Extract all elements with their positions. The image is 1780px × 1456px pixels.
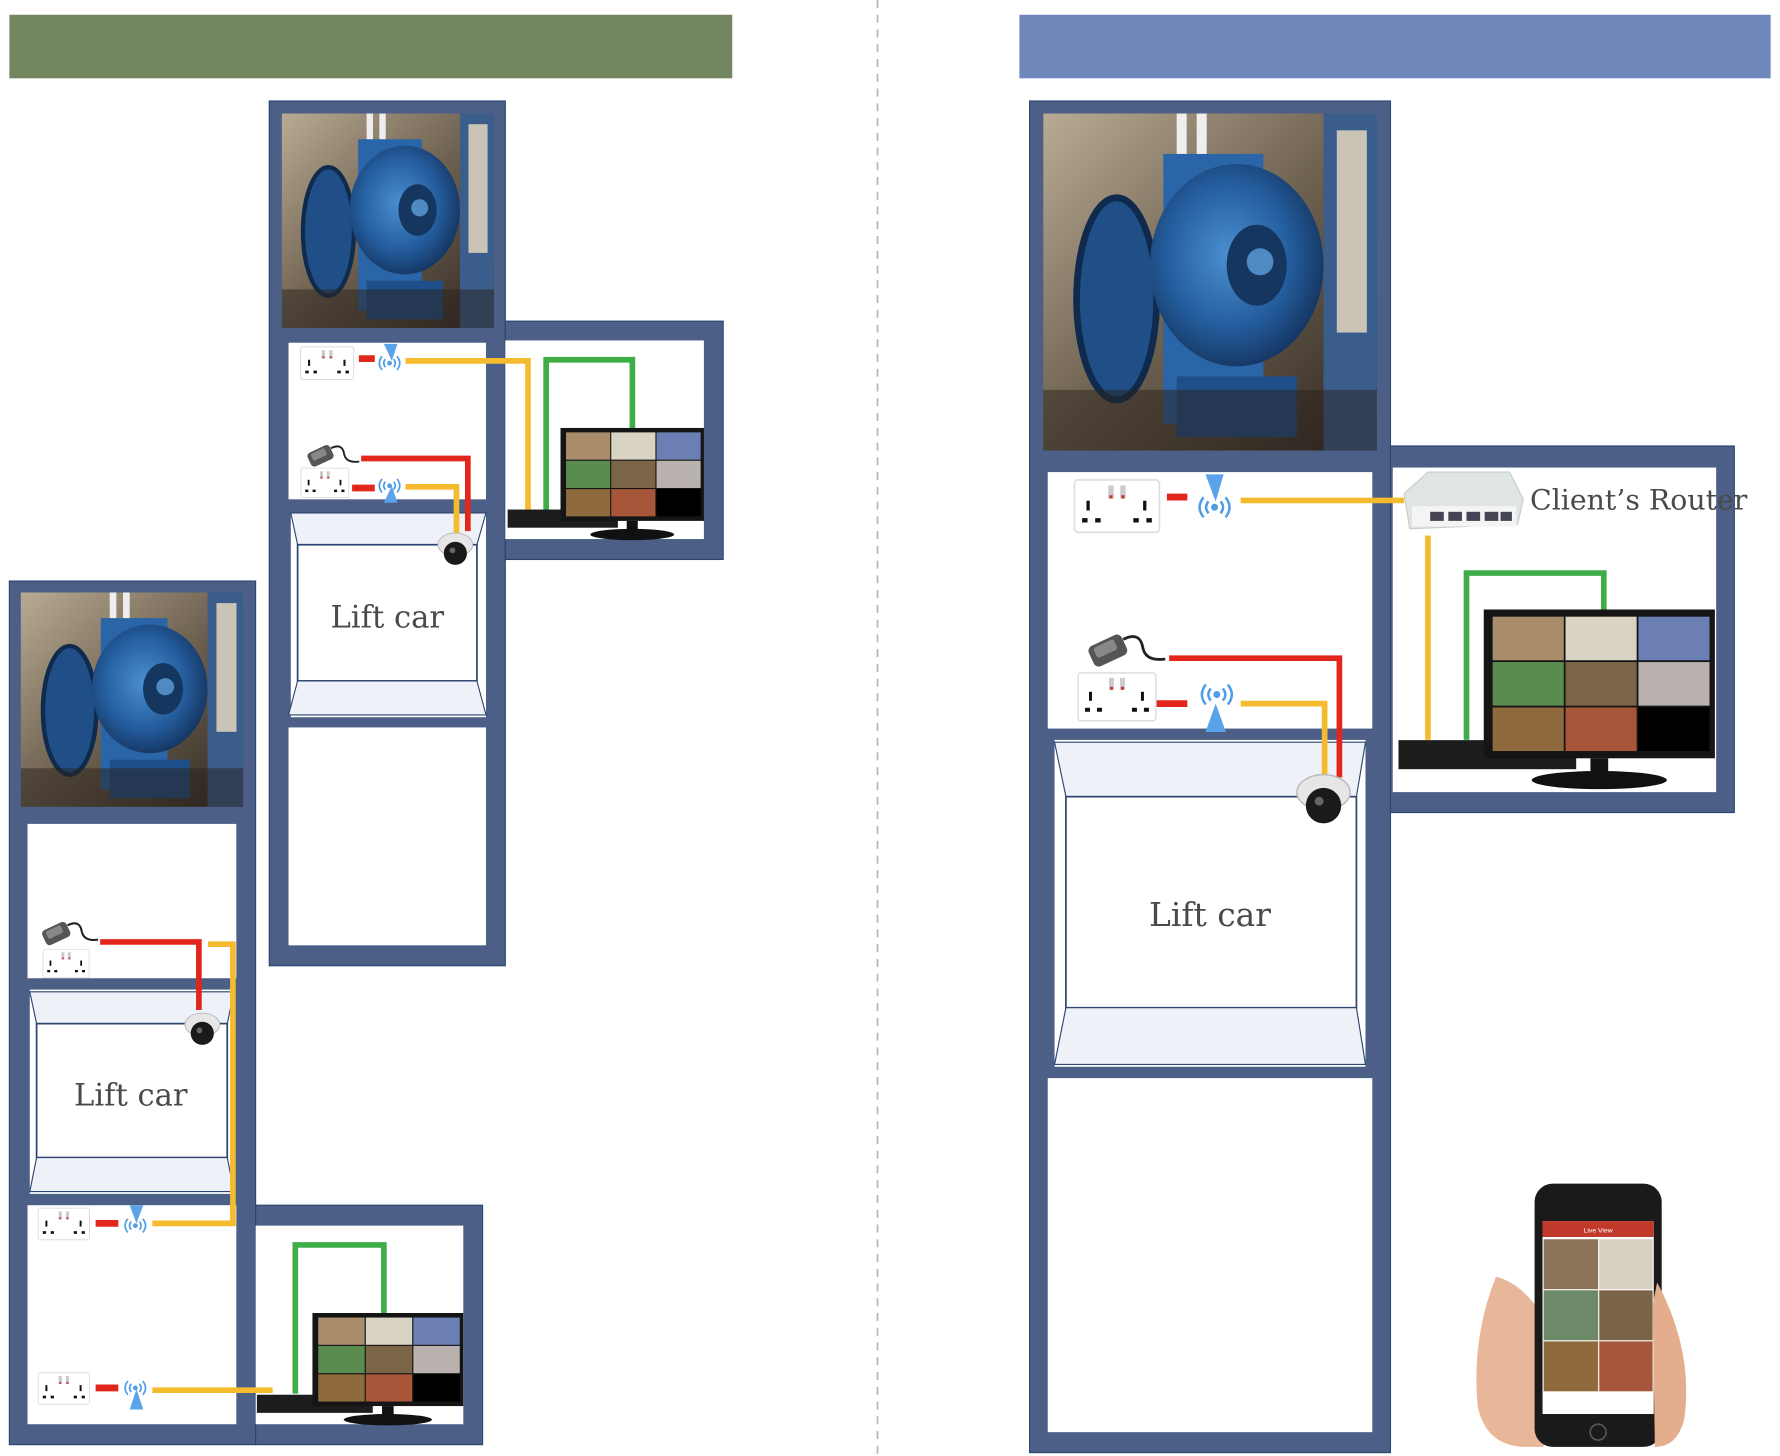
lift-car-label: Lift car [74, 1078, 188, 1113]
lift-car: Lift car [287, 512, 487, 718]
camera-data-line [1240, 700, 1328, 774]
left-panel-header-bar [9, 14, 733, 79]
camera-power-cable [361, 455, 471, 532]
lower-shaft [288, 727, 486, 946]
phone-screen-title: Live View [1584, 1227, 1613, 1234]
diagram-lift-wireless-a: Lift car [268, 100, 724, 967]
lift-car-label: Lift car [330, 601, 444, 636]
lift-car-label: Lift car [1149, 895, 1271, 934]
diagram-lift-wireless-b: Lift car [8, 580, 484, 1446]
antenna-icon [383, 485, 398, 503]
lift-motor-photo [1043, 113, 1377, 450]
diagram-lift-remote-viewing: Lift car Client’s Router [1029, 100, 1748, 1454]
power-socket [300, 467, 350, 499]
smartphone-live-view: Live View [1476, 1183, 1687, 1447]
antenna-icon [1205, 703, 1226, 732]
lower-shaft [1047, 1078, 1373, 1433]
lift-car: Lift car [29, 989, 235, 1194]
video-cable [543, 356, 636, 513]
wireless-link-line [405, 358, 531, 513]
hand [1476, 1276, 1544, 1447]
lift-motor-photo [282, 113, 494, 327]
video-cable [292, 1242, 387, 1394]
lift-motor-photo [21, 592, 243, 806]
power-socket [1073, 479, 1161, 534]
right-panel-header-bar [1019, 14, 1771, 79]
hand-fingers [1652, 1282, 1687, 1447]
video-cable [1463, 570, 1607, 740]
antenna-icon [129, 1205, 144, 1224]
camera-power-cable [1169, 655, 1343, 778]
antenna-icon [1205, 474, 1224, 502]
power-socket [42, 948, 90, 979]
camera-data-line [405, 484, 460, 534]
power-socket [37, 1207, 91, 1241]
network-router [1403, 471, 1524, 530]
camera-data-line [152, 941, 236, 1227]
power-socket [1077, 671, 1157, 722]
power-socket [37, 1372, 91, 1405]
camera-power-cable [100, 939, 202, 1011]
antenna-icon [129, 1389, 144, 1410]
router-label: Client’s Router [1530, 484, 1748, 517]
antenna-icon [383, 343, 398, 361]
power-socket [300, 346, 355, 381]
